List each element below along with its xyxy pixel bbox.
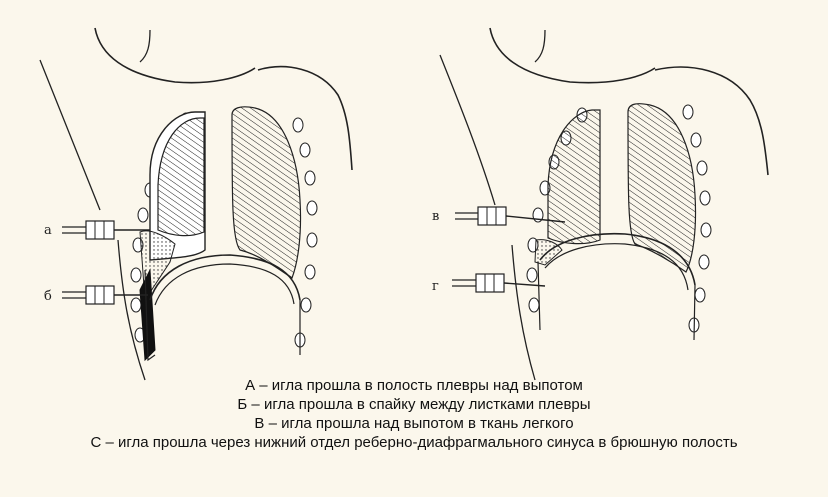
caption-v: В – игла прошла над выпотом в ткань легк… [0, 414, 828, 433]
left-arm-line [40, 60, 100, 210]
label-g: г [432, 279, 439, 294]
right-body-outline [490, 28, 655, 83]
caption-b: Б – игла прошла в спайку между листками … [0, 395, 828, 414]
right-flank-line [512, 245, 535, 380]
caption-s: С – игла прошла через нижний отдел ребер… [0, 433, 828, 452]
right-neck-line [535, 30, 545, 62]
left-diaphragm-inner [155, 264, 294, 305]
left-body-outline [95, 28, 255, 83]
label-a: а [44, 223, 52, 238]
left-neck-line [140, 30, 150, 62]
right-figure: в г [432, 28, 768, 380]
syringe-a [62, 221, 150, 239]
label-b: б [44, 289, 52, 304]
left-lung-left-side [232, 107, 301, 278]
caption-block: А – игла прошла в полость плевры над вып… [0, 376, 828, 452]
caption-a: А – игла прошла в полость плевры над вып… [0, 376, 828, 395]
right-lung-left-side [628, 104, 696, 272]
right-lung-right-side [548, 110, 600, 244]
left-figure: а б [40, 28, 352, 380]
right-arm-line [440, 55, 495, 205]
label-v: в [432, 209, 439, 224]
right-chest-wall [538, 262, 540, 330]
